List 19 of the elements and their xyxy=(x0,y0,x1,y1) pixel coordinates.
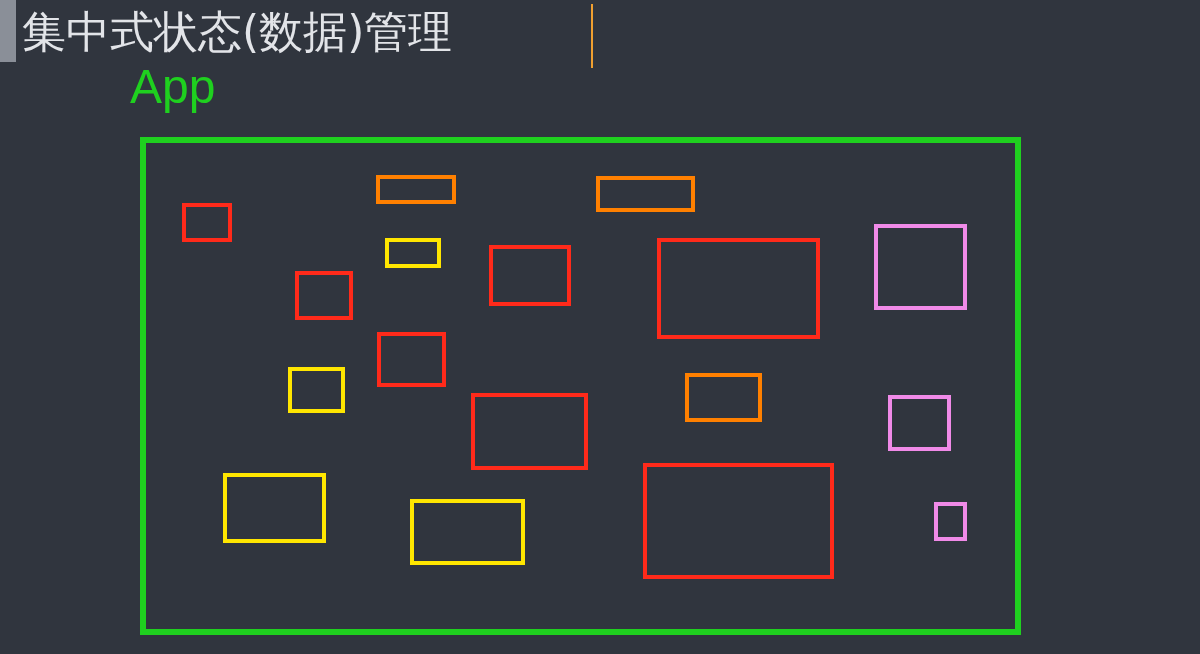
container-heading: App xyxy=(130,59,216,115)
empty-box xyxy=(685,373,762,422)
empty-box xyxy=(643,463,834,579)
empty-box xyxy=(182,203,232,242)
empty-box xyxy=(489,245,571,306)
title: 集中式状态(数据)管理 xyxy=(22,5,453,59)
empty-box xyxy=(657,238,820,339)
empty-box xyxy=(295,271,353,320)
empty-box xyxy=(288,367,345,413)
empty-box xyxy=(377,332,446,387)
empty-box xyxy=(934,502,967,541)
empty-box xyxy=(385,238,441,268)
empty-box xyxy=(596,176,695,212)
empty-box xyxy=(888,395,951,451)
empty-box xyxy=(223,473,326,543)
empty-box xyxy=(376,175,456,204)
empty-box xyxy=(471,393,588,470)
empty-box xyxy=(410,499,525,565)
empty-box xyxy=(874,224,967,310)
